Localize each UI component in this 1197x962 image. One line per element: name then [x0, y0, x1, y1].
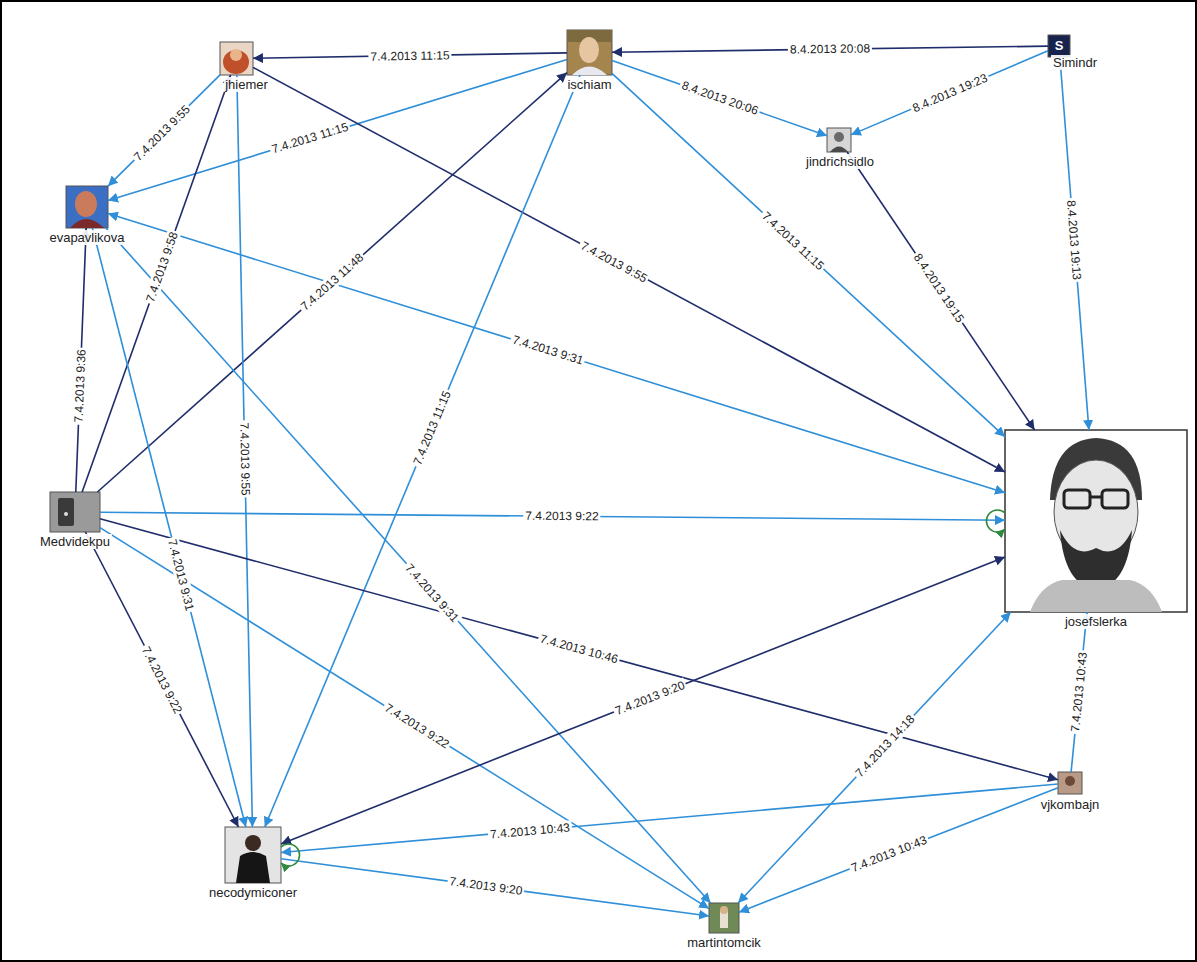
edge-label: 8.4.2013 20:06 — [678, 78, 762, 119]
user-name: evapavlikova — [47, 230, 126, 245]
connector — [100, 528, 709, 909]
edge-label: 8.4.2013 20:08 — [788, 42, 872, 57]
connector — [739, 788, 1058, 912]
edge-label: 7.4.2013 11:15 — [409, 387, 454, 469]
user-name: Medvidekpu — [38, 534, 112, 549]
user-node: ischiam — [567, 30, 612, 75]
user-name: Simindr — [1051, 55, 1099, 70]
edge-label: 8.4.2013 19:15 — [910, 249, 969, 327]
edge-label: 7.4.2013 9:22 — [523, 509, 601, 524]
connector — [847, 152, 1035, 430]
connector — [1060, 57, 1089, 430]
connector — [108, 59, 567, 200]
edge-label: 7.4.2013 9:31 — [165, 536, 198, 614]
connector — [106, 228, 711, 903]
edge-label: 7.4.2013 11:48 — [297, 249, 368, 315]
edge-label: 7.4.2013 9:36 — [71, 347, 88, 425]
edge-label: 7.4.2013 10:43 — [487, 820, 572, 841]
connector — [986, 510, 1005, 532]
user-node: necodymiconer — [225, 827, 281, 883]
user-node: evapavlikova — [66, 186, 108, 228]
connector — [100, 519, 1058, 780]
edge-label: 7.4.2013 9:31 — [401, 559, 463, 626]
edge-label: 8.4.2013 19:13 — [1064, 197, 1084, 282]
connector — [237, 75, 253, 827]
avatar-jhiemer — [220, 42, 253, 75]
user-name: necodymiconer — [207, 885, 299, 900]
avatar-martintomcik — [709, 903, 739, 933]
connector — [82, 75, 231, 492]
edge-label: 7.4.2013 9:58 — [143, 228, 182, 306]
edge-label: 7.4.2013 11:15 — [368, 48, 451, 63]
connector — [265, 75, 580, 827]
user-node: Medvidekpu — [50, 492, 100, 532]
user-name: vjkombajn — [1039, 797, 1102, 812]
user-name: jindrichsidlo — [804, 154, 876, 169]
connector — [612, 73, 1005, 437]
user-node: josefslerka — [1005, 430, 1187, 612]
avatar-simindr — [1048, 35, 1070, 57]
connector — [97, 73, 567, 492]
avatar-jindrichsidlo — [827, 128, 851, 152]
edge-label: 7.4.2013 11:15 — [757, 207, 828, 274]
edge-label: 7.4.2013 9:55 — [129, 100, 194, 164]
user-name: jhiemer — [223, 77, 270, 92]
edge-label: 7.4.2013 11:15 — [268, 120, 352, 158]
connector — [281, 784, 1058, 852]
avatar-vjkombajn — [1058, 772, 1082, 794]
edge-label: 7.4.2013 9:22 — [380, 699, 453, 752]
edge-label: 7.4.2013 9:20 — [612, 677, 689, 719]
edge-label: 7.4.2013 9:55 — [237, 420, 253, 498]
edge-label: 7.4.2013 9:31 — [508, 332, 586, 368]
connector — [612, 60, 827, 135]
connector — [108, 75, 220, 186]
edge-label: 7.4.2013 14:18 — [851, 710, 919, 781]
user-name: ischiam — [565, 77, 613, 92]
edge-label: 7.4.2013 9:22 — [138, 642, 186, 717]
edge-label: 7.4.2013 9:55 — [577, 237, 652, 286]
user-node: jindrichsidlo — [827, 128, 851, 152]
connector — [281, 859, 709, 916]
user-node: vjkombajn — [1058, 772, 1082, 794]
connector — [851, 51, 1048, 135]
connector — [281, 557, 1005, 844]
avatar-josefslerka — [1005, 430, 1187, 612]
connector — [738, 612, 1011, 903]
connector — [281, 844, 300, 866]
avatar-ischiam — [567, 30, 612, 75]
connector — [253, 67, 1005, 472]
edge-label: 7.4.2013 10:46 — [537, 631, 622, 667]
avatar-medvidekpu — [50, 492, 100, 532]
edge-label: 7.4.2013 9:20 — [447, 874, 526, 898]
edge-label: 7.4.2013 10:43 — [1068, 649, 1090, 734]
avatar-evapavlikova — [66, 186, 108, 228]
edge-label: 8.4.2013 19:23 — [908, 70, 991, 116]
connector — [85, 532, 238, 827]
user-name: martintomcik — [685, 935, 763, 950]
avatar-necodymiconer — [225, 827, 281, 883]
edge-label: 7.4.2013 10:43 — [847, 832, 930, 876]
user-name: josefslerka — [1063, 614, 1129, 629]
user-node: jhiemer — [220, 42, 253, 75]
user-node: martintomcik — [709, 903, 739, 933]
connector — [92, 228, 245, 827]
avatar-letter: S — [1055, 39, 1064, 53]
